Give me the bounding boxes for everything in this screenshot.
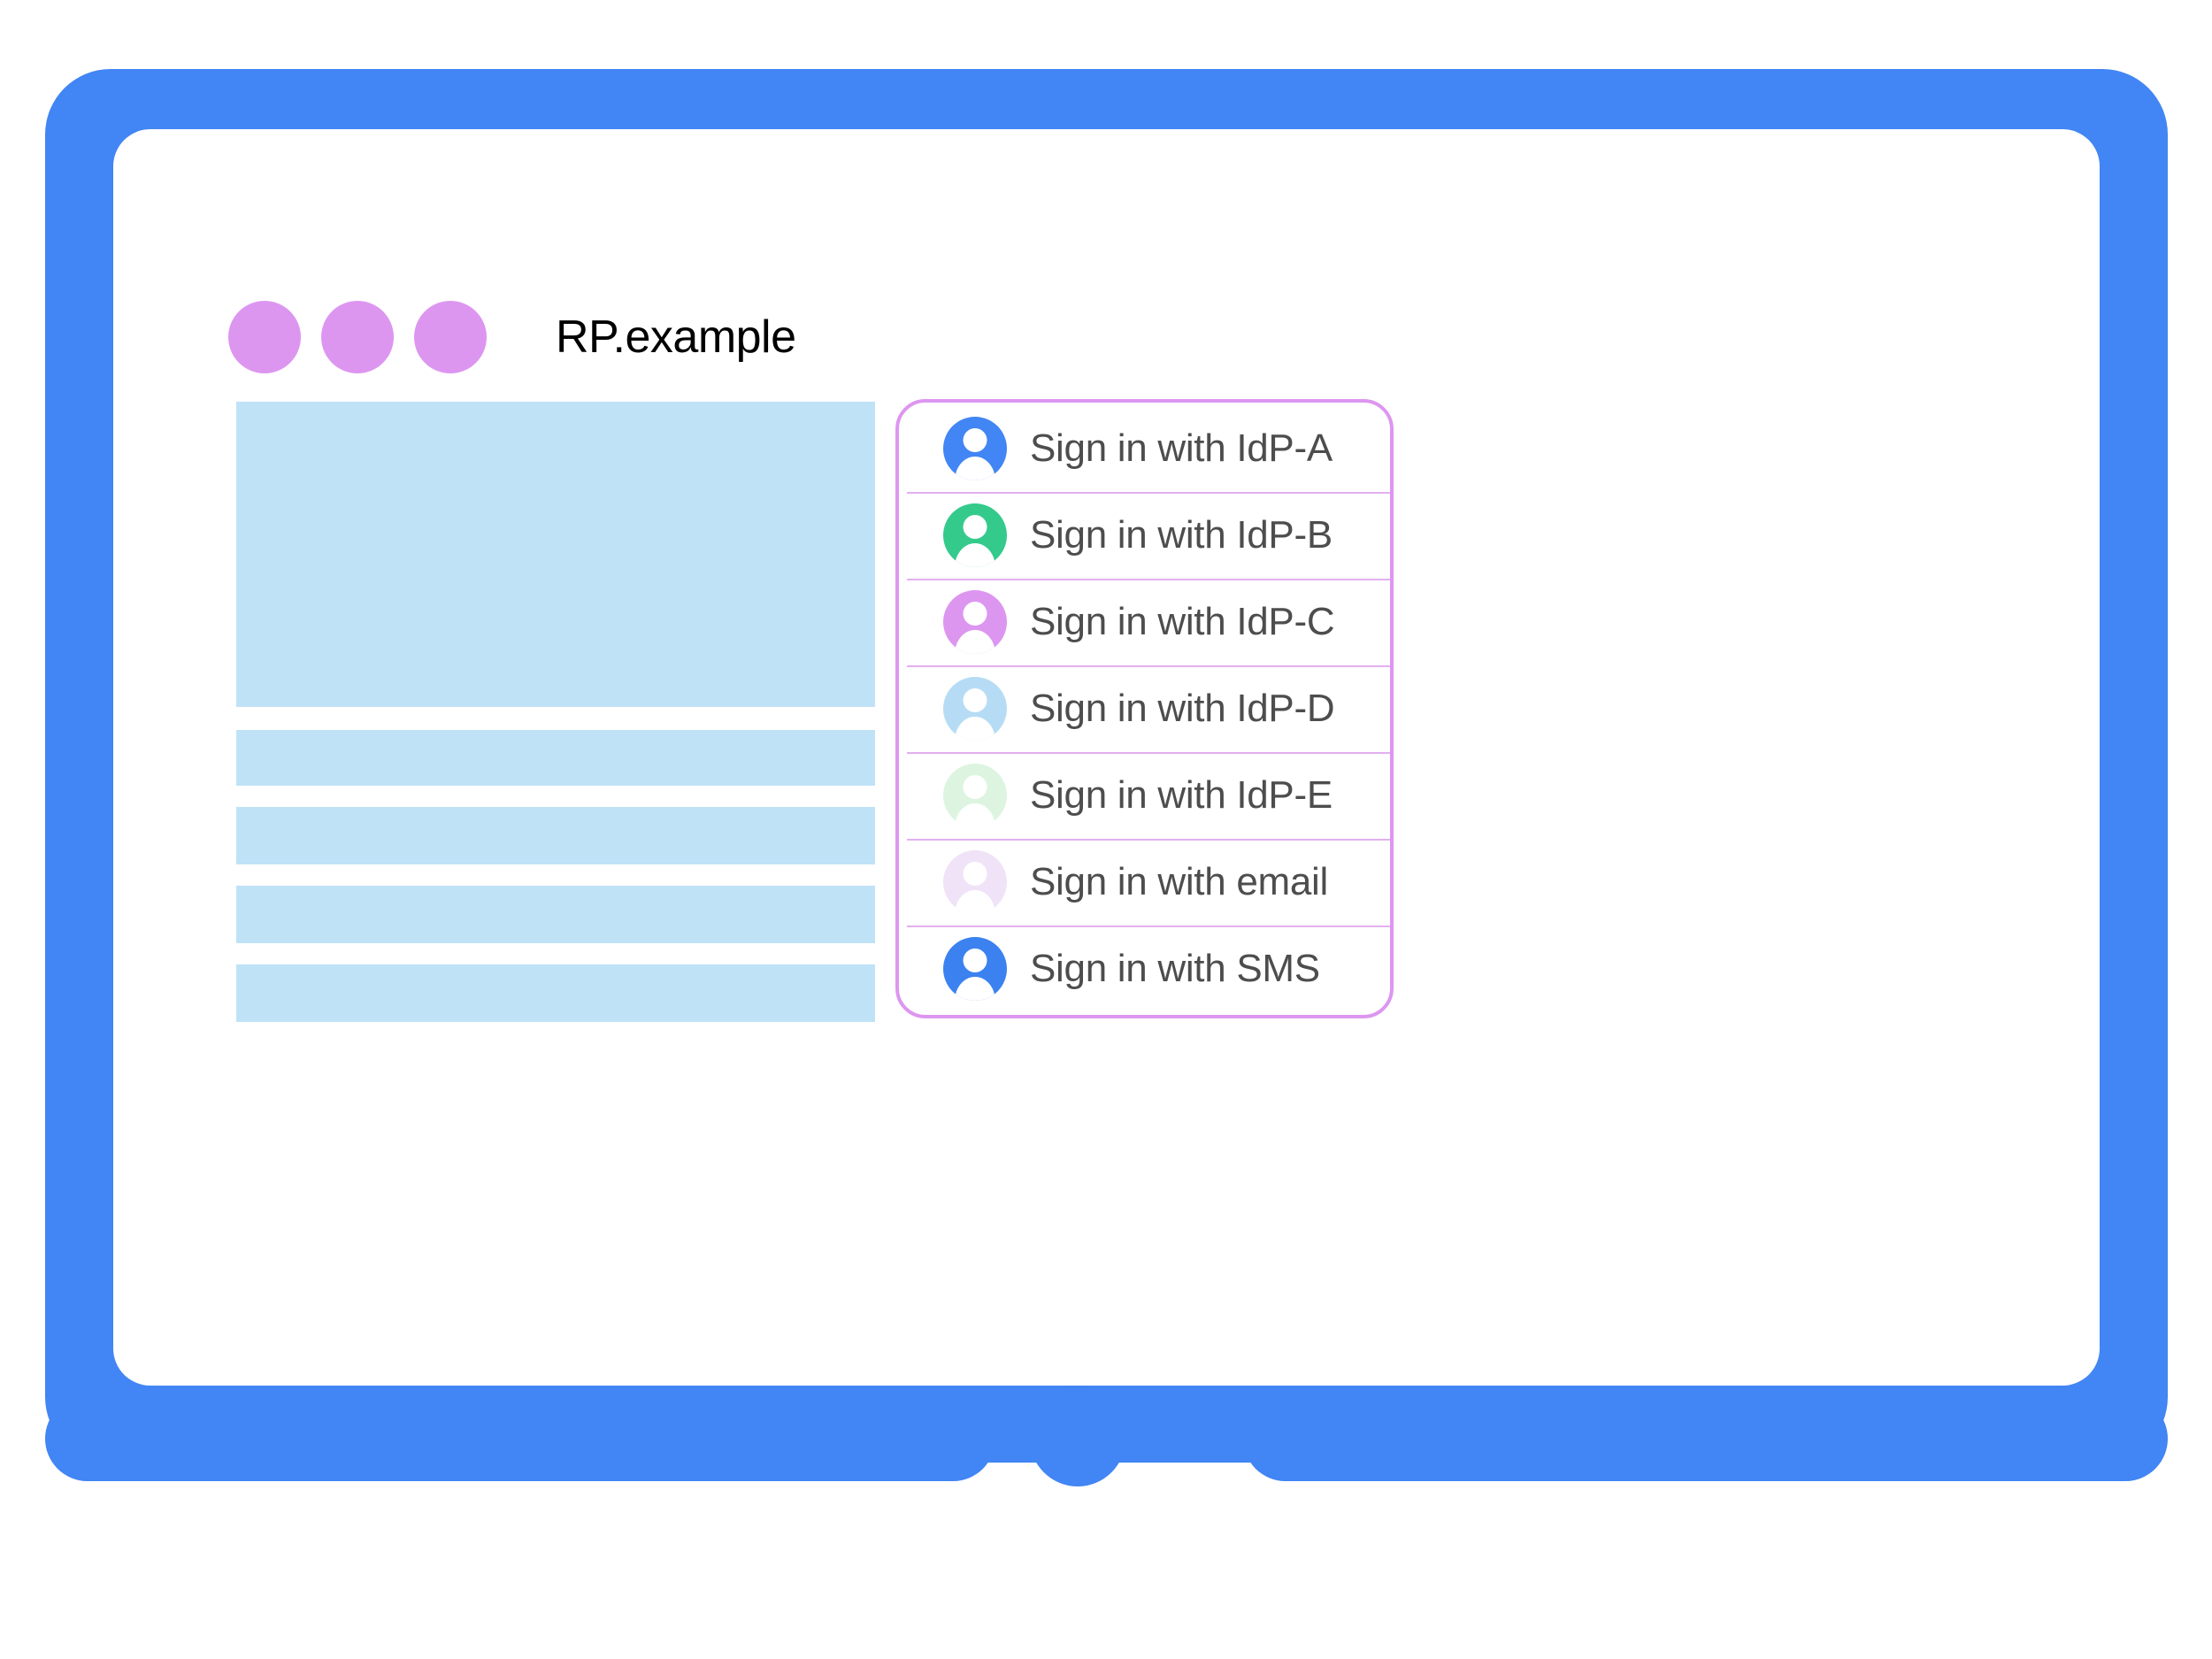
- avatar-body: [955, 717, 995, 741]
- signin-option-7[interactable]: Sign in with SMS: [899, 926, 1390, 1012]
- avatar-body: [955, 977, 995, 1001]
- browser-chrome-bar: RP.example: [228, 301, 796, 373]
- signin-option-4[interactable]: Sign in with IdP-D: [899, 665, 1390, 752]
- signin-option-1[interactable]: Sign in with IdP-A: [899, 405, 1390, 492]
- person-avatar-icon: [943, 590, 1007, 654]
- window-control-dot-maximize[interactable]: [414, 301, 487, 373]
- avatar-body: [955, 457, 995, 480]
- window-control-dot-close[interactable]: [228, 301, 301, 373]
- signin-option-label: Sign in with IdP-A: [1030, 426, 1333, 470]
- device-bezel-bottom-right: [1243, 1396, 2168, 1481]
- person-avatar-icon: [943, 764, 1007, 827]
- content-placeholder-bar-4: [236, 964, 875, 1022]
- person-avatar-icon: [943, 417, 1007, 480]
- person-avatar-icon: [943, 850, 1007, 914]
- avatar-body: [955, 890, 995, 914]
- site-title: RP.example: [556, 311, 796, 363]
- signin-dialog: Sign in with IdP-A Sign in with IdP-B Sign…: [895, 399, 1394, 1018]
- avatar-body: [955, 630, 995, 654]
- signin-option-label: Sign in with IdP-E: [1030, 773, 1333, 817]
- signin-option-label: Sign in with IdP-B: [1030, 513, 1333, 557]
- signin-provider-list: Sign in with IdP-A Sign in with IdP-B Sign…: [899, 403, 1390, 1015]
- avatar-body: [955, 543, 995, 567]
- avatar-head: [963, 515, 987, 539]
- avatar-head: [963, 602, 987, 626]
- signin-option-label: Sign in with SMS: [1030, 947, 1320, 990]
- avatar-head: [963, 428, 987, 452]
- content-placeholder-hero: [236, 402, 875, 707]
- person-avatar-icon: [943, 503, 1007, 567]
- avatar-head: [963, 862, 987, 886]
- avatar-head: [963, 775, 987, 799]
- signin-option-label: Sign in with IdP-C: [1030, 600, 1335, 643]
- window-control-dot-minimize[interactable]: [321, 301, 394, 373]
- signin-option-label: Sign in with email: [1030, 860, 1328, 903]
- signin-option-label: Sign in with IdP-D: [1030, 687, 1335, 730]
- content-placeholder-bar-1: [236, 730, 875, 786]
- device-bezel-bottom-left: [45, 1396, 995, 1481]
- person-avatar-icon: [943, 937, 1007, 1001]
- person-avatar-icon: [943, 677, 1007, 741]
- signin-option-5[interactable]: Sign in with IdP-E: [899, 752, 1390, 839]
- signin-option-3[interactable]: Sign in with IdP-C: [899, 579, 1390, 665]
- content-placeholder-bar-2: [236, 807, 875, 864]
- avatar-head: [963, 949, 987, 972]
- content-placeholder-bar-3: [236, 886, 875, 943]
- avatar-body: [955, 803, 995, 827]
- home-button[interactable]: [1030, 1391, 1125, 1486]
- signin-option-2[interactable]: Sign in with IdP-B: [899, 492, 1390, 579]
- avatar-head: [963, 688, 987, 712]
- signin-option-6[interactable]: Sign in with email: [899, 839, 1390, 926]
